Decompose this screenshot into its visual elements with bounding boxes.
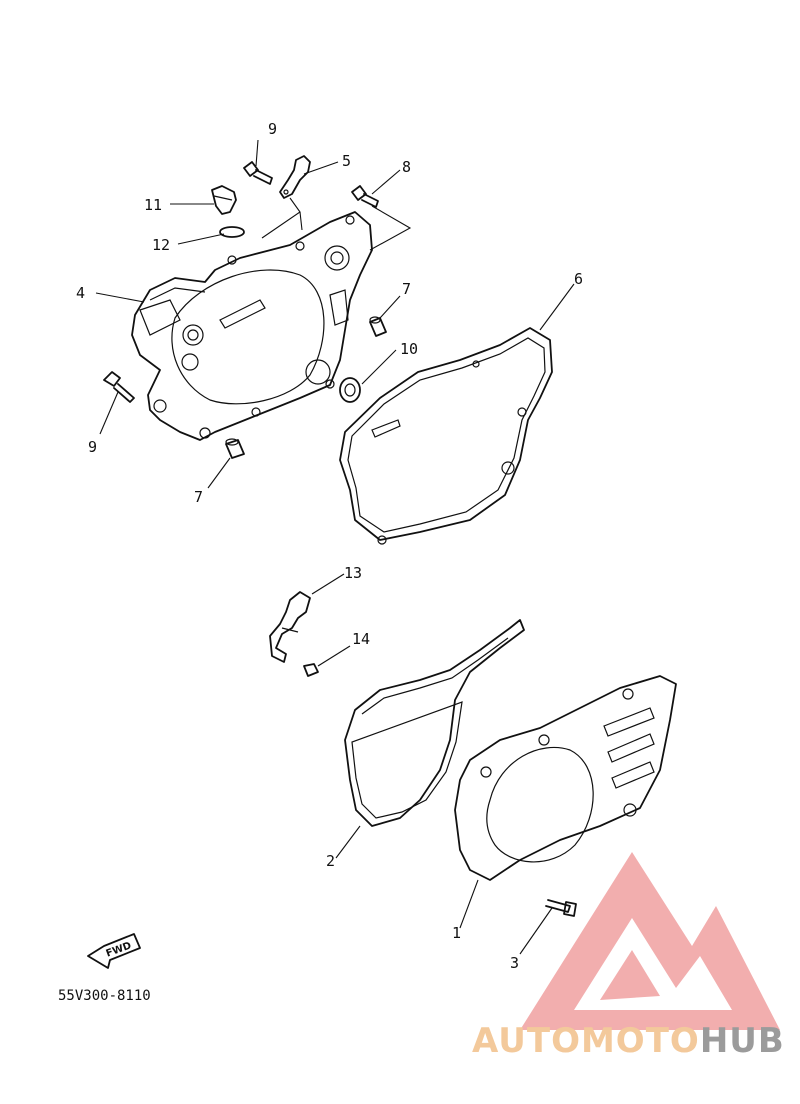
leader-lines [95, 139, 575, 955]
callout-10: 9 [88, 438, 97, 456]
callout-3: 3 [510, 954, 519, 972]
callout-2: 2 [326, 852, 335, 870]
callout-12: 11 [144, 196, 162, 214]
callout-7-lower: 7 [194, 488, 203, 506]
gasket-part-6 [339, 327, 553, 545]
automotohub-logo: AUTOMOTOHUB [472, 852, 785, 1061]
bolt-part-9 [243, 161, 273, 185]
bracket-part-5 [279, 155, 311, 199]
callout-labels: 9 5 8 11 12 4 7 6 10 9 7 13 14 2 1 3 [76, 120, 583, 972]
callout-14: 13 [344, 564, 362, 582]
callout-13: 12 [152, 236, 170, 254]
oil-seal-part-11 [339, 377, 361, 403]
bolt-part-10 [103, 371, 135, 403]
dowel-pin-part-7-upper [369, 316, 387, 337]
callout-11: 10 [400, 340, 418, 358]
callout-15: 14 [352, 630, 370, 648]
callout-7-upper: 7 [402, 280, 411, 298]
callout-4: 4 [76, 284, 85, 302]
callout-9: 9 [268, 120, 277, 138]
screw-part-15 [303, 663, 319, 677]
callout-8: 8 [402, 158, 411, 176]
callout-5: 5 [342, 152, 351, 170]
watermark-part2: HUB [700, 1021, 785, 1061]
callout-6: 6 [574, 270, 583, 288]
callout-1: 1 [452, 924, 461, 942]
cable-guide-part-14 [269, 591, 311, 663]
gasket-part-2 [344, 619, 525, 827]
o-ring-part-13 [219, 226, 245, 238]
crankcase-cover-part [131, 211, 373, 441]
diagram-code: 55V300-8110 [58, 988, 151, 1004]
watermark-text-automoto: AUTOMOTOHUB [472, 1021, 785, 1061]
crankcase-cover-part-1 [454, 675, 677, 881]
bolt-part-3 [545, 899, 577, 917]
dowel-pin-part-7-lower [225, 438, 245, 459]
bolt-part-8 [351, 185, 379, 208]
watermark-part1: AUTOMOTO [472, 1021, 700, 1061]
filler-cap-part-12 [211, 185, 237, 215]
forward-arrow-icon: FWD [87, 933, 141, 969]
